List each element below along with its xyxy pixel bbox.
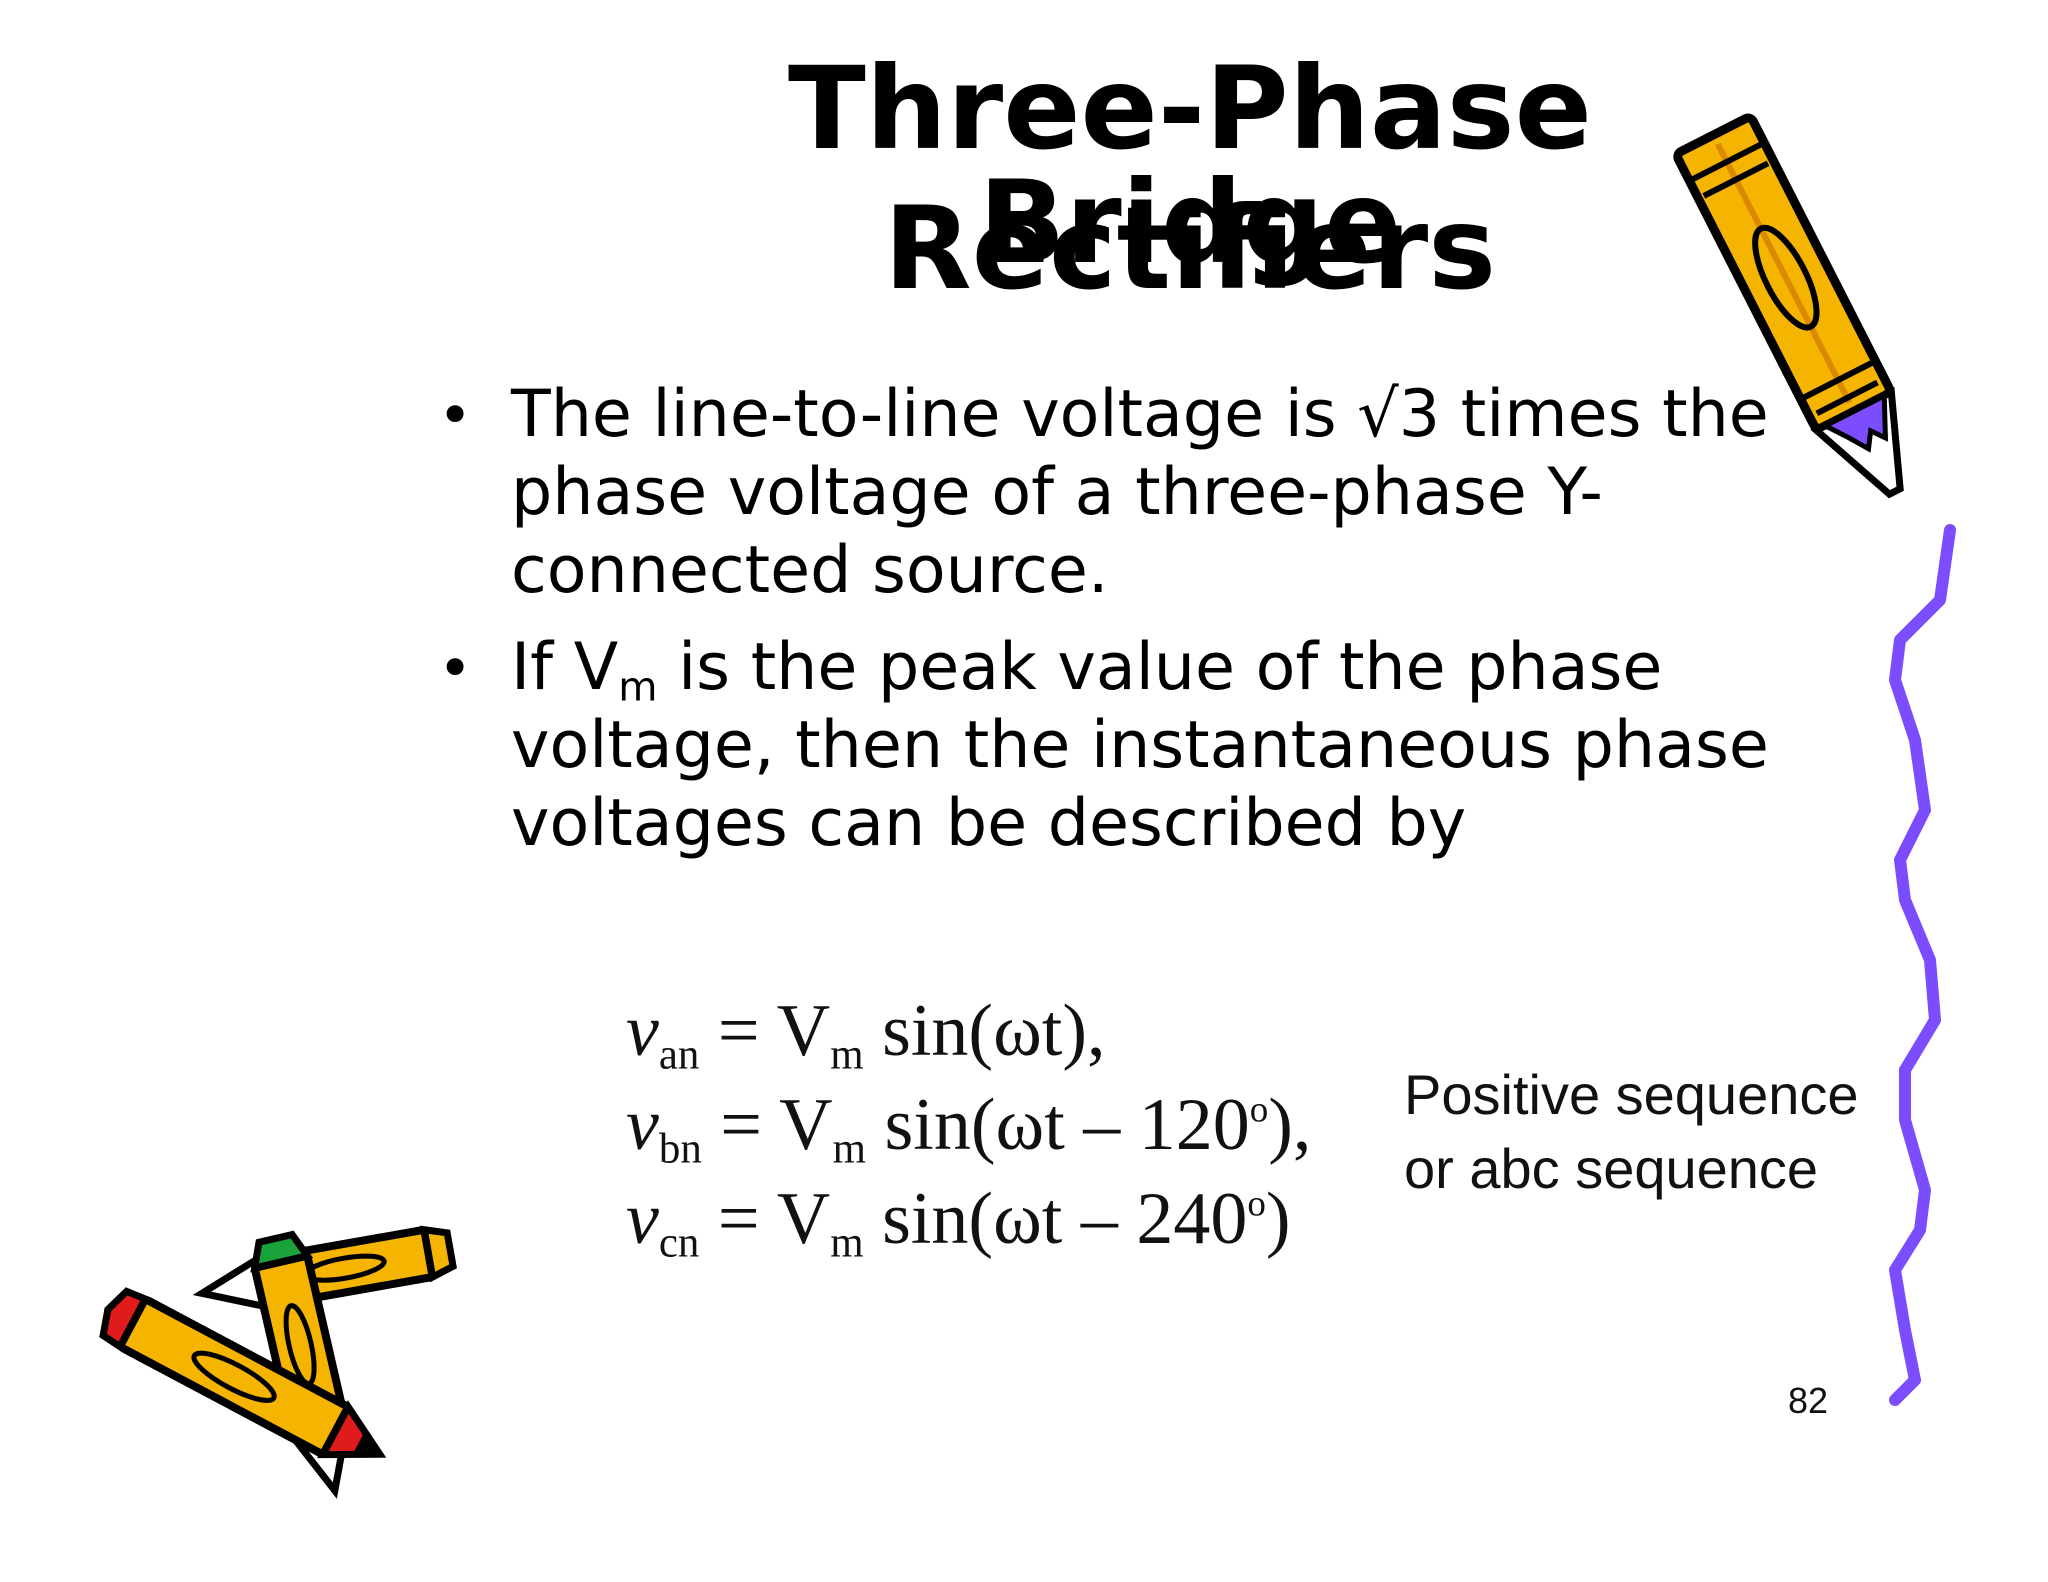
note-line: Positive sequence: [1404, 1063, 1859, 1126]
eq-argument: sin(ωt: [863, 990, 1063, 1072]
slide-title-line2: Rectifiers: [883, 182, 1497, 315]
bullet-mark: •: [438, 634, 473, 702]
equation-vcn: vcn = Vm sin(ωt – 240o): [626, 1172, 1311, 1266]
eq-rhs: = V: [699, 1178, 831, 1260]
degree-superscript: o: [1247, 1183, 1266, 1225]
equation-vbn: vbn = Vm sin(ωt – 120o),: [626, 1078, 1311, 1172]
eq-rhs: = V: [701, 1084, 833, 1166]
eq-variable-subscript: bn: [658, 1125, 702, 1173]
eq-variable: v: [626, 1178, 659, 1260]
eq-argument: sin(ωt – 240: [863, 1178, 1248, 1260]
bullet-text-line: phase voltage of a three-phase Y-: [511, 455, 1603, 530]
eq-rhs-subscript: m: [830, 1219, 864, 1267]
bullet-item: • If Vm is the peak value of the phase v…: [438, 629, 1938, 863]
eq-variable: v: [626, 990, 659, 1072]
bullet-mark: •: [438, 381, 473, 449]
bullet-item: • The line-to-line voltage is √3 times t…: [438, 376, 1938, 610]
eq-rhs-subscript: m: [830, 1031, 864, 1079]
eq-variable-subscript: an: [658, 1031, 700, 1079]
eq-tail: ),: [1062, 990, 1106, 1072]
bullet-text-segment: If V: [511, 630, 619, 705]
bullet-text-line: If Vm is the peak value of the phase: [511, 629, 1938, 707]
bullet-text-line: voltage, then the instantaneous phase: [511, 708, 1769, 783]
eq-rhs-subscript: m: [832, 1125, 866, 1173]
bullet-text-line: connected source.: [511, 533, 1109, 608]
sequence-note: Positive sequence or abc sequence: [1404, 1058, 1859, 1206]
degree-superscript: o: [1249, 1089, 1269, 1131]
eq-tail: ),: [1268, 1084, 1312, 1166]
bullet-text-line: The line-to-line voltage is √3 times the: [511, 377, 1769, 452]
eq-variable-subscript: cn: [658, 1219, 700, 1267]
bullet-list: • The line-to-line voltage is √3 times t…: [438, 376, 1938, 882]
bullet-text-segment: is the peak value of the phase: [657, 630, 1663, 705]
note-line: or abc sequence: [1404, 1137, 1819, 1200]
page-number: 82: [1788, 1380, 1829, 1421]
eq-argument: sin(ωt – 120: [865, 1084, 1250, 1166]
crossed-pencils-icon: [99, 1225, 457, 1499]
eq-rhs: = V: [699, 990, 831, 1072]
eq-tail: ): [1265, 1178, 1291, 1260]
equation-van: van = Vm sin(ωt),: [626, 984, 1311, 1078]
bullet-text-line: voltages can be described by: [511, 786, 1467, 861]
eq-variable: v: [626, 1084, 659, 1166]
equation-block: van = Vm sin(ωt), vbn = Vm sin(ωt – 120o…: [626, 984, 1311, 1266]
slide-title-line1: Three-Phase Bridge: [788, 42, 1592, 289]
subscript: m: [618, 663, 658, 711]
